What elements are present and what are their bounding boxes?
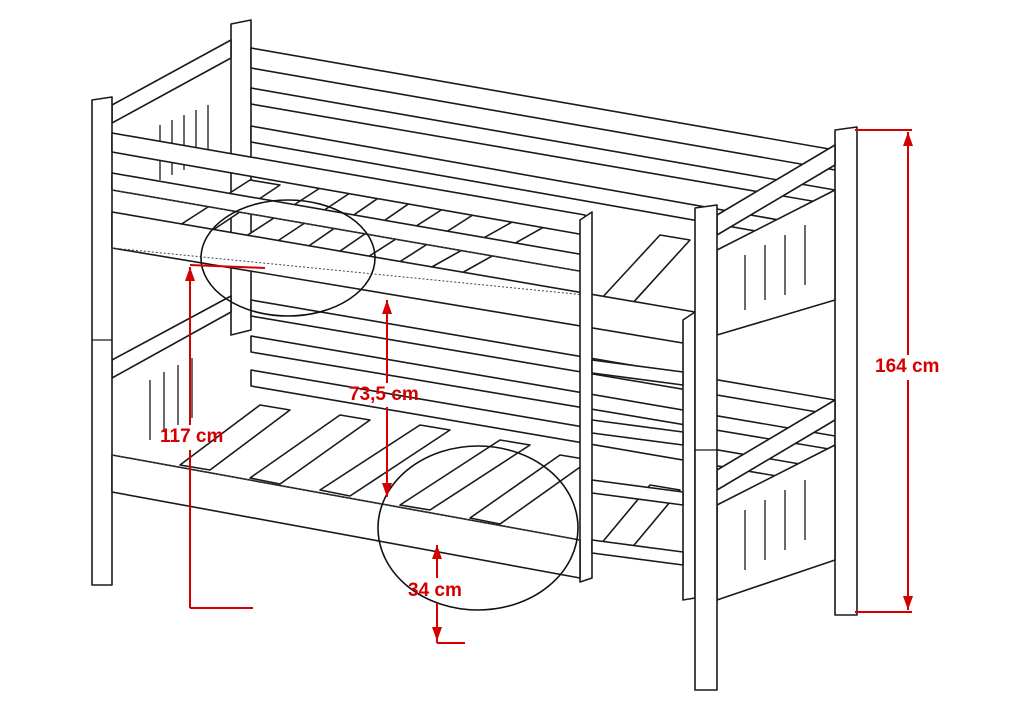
lower-detail-circle — [377, 445, 579, 611]
upper-detail-circle — [200, 199, 376, 317]
back-right-post — [834, 126, 858, 616]
dimension-73-5 — [382, 300, 392, 497]
right-headboard — [716, 144, 836, 601]
total-height-label: 164 cm — [875, 356, 940, 377]
dimension-117 — [185, 264, 266, 609]
front-left-post — [91, 96, 113, 586]
ladder — [579, 211, 696, 601]
lower-bed-height-label: 34 cm — [408, 580, 462, 601]
front-right-post — [694, 204, 718, 691]
bed-gap-label: 73,5 cm — [349, 384, 419, 405]
upper-bed-height-label: 117 cm — [160, 426, 224, 447]
dimension-34 — [432, 545, 465, 644]
dimension-164 — [855, 129, 913, 613]
back-left-post — [230, 19, 252, 336]
